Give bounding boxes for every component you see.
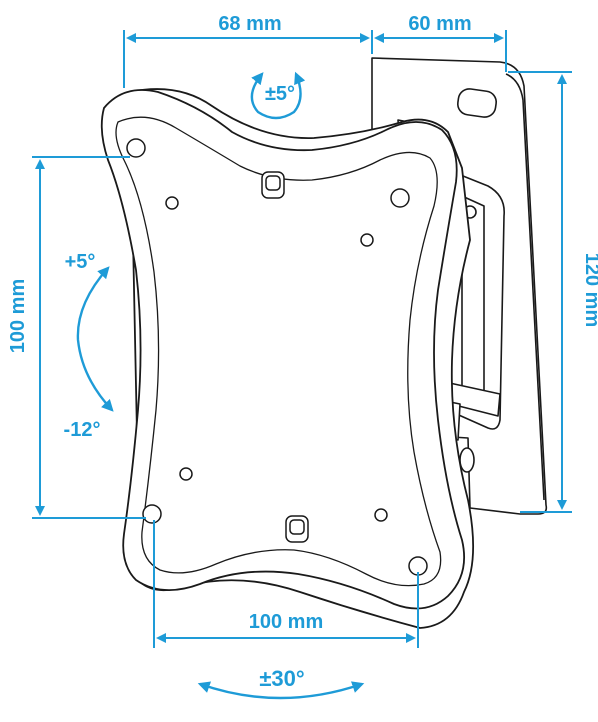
vesa-face-plate: [100, 88, 475, 629]
label-100mm-horizontal: 100 mm: [249, 611, 324, 633]
label-120mm: 120 mm: [581, 253, 598, 328]
vesa-holes: [126, 138, 428, 576]
wall-plate-hole: [459, 447, 475, 473]
label-swivel: ±30°: [259, 666, 304, 691]
vesa-hole-top-right: [390, 188, 410, 208]
label-tilt-down: -12°: [64, 419, 101, 441]
label-rotation: ±5°: [265, 83, 295, 105]
mount-hole: [179, 467, 193, 481]
vesa-hole-top-left: [126, 138, 146, 158]
mount-hole: [360, 233, 374, 247]
rotation-arrow: [250, 71, 306, 120]
mount-hole: [165, 196, 179, 210]
dimension-lines: [32, 30, 572, 648]
label-tilt-up: +5°: [65, 251, 96, 273]
mount-hole: [374, 508, 388, 522]
tilt-arrow: [76, 266, 114, 412]
wall-plate-slot: [456, 88, 498, 118]
label-68mm: 68 mm: [218, 13, 281, 35]
angle-arrows: [76, 71, 365, 700]
label-100mm-vertical: 100 mm: [7, 279, 29, 354]
swivel-arrow: [197, 681, 365, 700]
vesa-hole-bottom-left: [142, 504, 162, 524]
label-60mm: 60 mm: [408, 13, 471, 35]
